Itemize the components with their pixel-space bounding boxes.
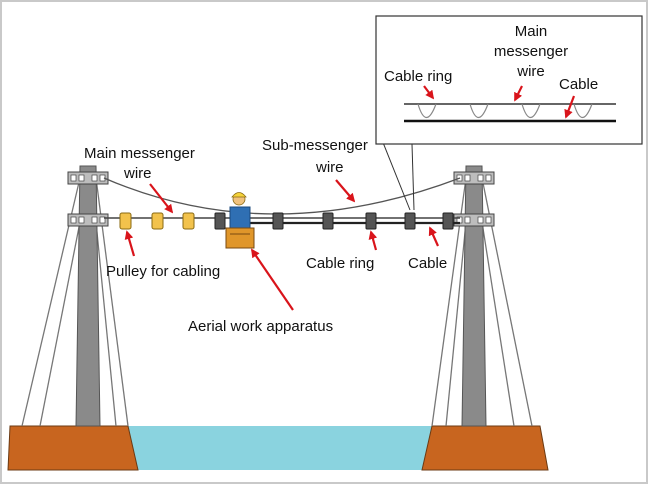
inset-frame (375, 15, 643, 145)
inset-cable-label: Cable (559, 76, 598, 93)
cable-ring-6 (442, 212, 454, 230)
aerial-work-label: Aerial work apparatus (188, 318, 333, 335)
cable-ring-1 (214, 212, 226, 230)
arrow-pulley (124, 230, 136, 257)
inset-detail: Main messenger wire Cable ring Cable (375, 15, 643, 145)
arrow-aerial-work (251, 248, 294, 311)
pulley-2 (151, 212, 164, 230)
aerial-work-apparatus (225, 192, 255, 249)
pulleys (119, 212, 195, 230)
inset-rings (417, 103, 593, 119)
cable-ring-5 (404, 212, 416, 230)
inset-main-label-1: Main (515, 23, 548, 40)
pulley-3 (182, 212, 195, 230)
inset-main-label-3: wire (516, 63, 545, 80)
inset-arrow-ring (423, 85, 435, 100)
inset-arrow-messenger (514, 85, 523, 102)
pulley-1 (119, 212, 132, 230)
sub-messenger-label-1: Sub-messenger (262, 137, 368, 154)
inset-arrows (423, 85, 576, 119)
cable-rings (214, 212, 454, 230)
inset-main-label-2: messenger (494, 43, 568, 60)
work-basket (225, 227, 255, 249)
right-ground (421, 425, 549, 471)
pulley-label: Pulley for cabling (106, 263, 220, 280)
cable-ring-4 (365, 212, 377, 230)
right-pole (453, 165, 495, 427)
arrow-sub-messenger (335, 179, 356, 203)
worker-helmet (231, 192, 247, 198)
callout-arrows (124, 179, 440, 311)
left-ground (7, 425, 139, 471)
worker-body (229, 206, 251, 230)
water (128, 426, 432, 470)
main-messenger-label-1: Main messenger (84, 145, 195, 162)
left-pole (67, 165, 109, 427)
inset-arrow-cable (564, 95, 576, 119)
cable-ring-3 (322, 212, 334, 230)
cable-ring-2 (272, 212, 284, 230)
arrow-main-messenger (149, 183, 174, 214)
arrow-cable (428, 226, 440, 247)
cable-ring-label: Cable ring (306, 255, 374, 272)
main-messenger-label-2: wire (123, 165, 152, 182)
cable-label: Cable (408, 255, 447, 272)
inset-cable-ring-label: Cable ring (384, 68, 452, 85)
sub-messenger-label-2: wire (315, 159, 344, 176)
arrow-cable-ring (368, 230, 378, 251)
